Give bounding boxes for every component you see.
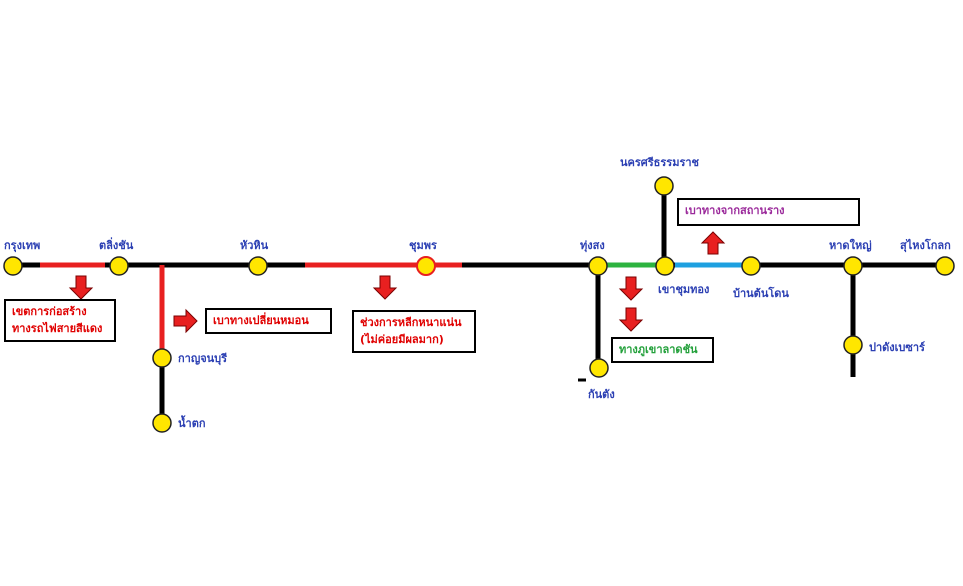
label-padang-besar: ปาดังเบซาร์ bbox=[869, 341, 925, 354]
station-padang-besar[interactable] bbox=[843, 335, 863, 355]
station-kantang[interactable] bbox=[589, 358, 609, 378]
station-kanchanaburi[interactable] bbox=[152, 348, 172, 368]
note-avoid-line1: ช่วงการหลีกหนาแน่น bbox=[360, 316, 462, 329]
station-hua-hin[interactable] bbox=[248, 256, 268, 276]
arrow-down-icon bbox=[68, 275, 94, 300]
label-hat-yai: หาดใหญ่ bbox=[829, 239, 872, 252]
note-mist-route: เบาทางเปลี่ยนหมอน bbox=[205, 308, 332, 334]
arrow-up-icon bbox=[700, 231, 726, 255]
note-khao-luang-route: ทางภูเขาลาดชัน bbox=[611, 337, 714, 363]
note-avoid-line2: (ไม่ค่อยมีผลมาก) bbox=[360, 333, 444, 346]
arrow-down-icon bbox=[618, 307, 644, 332]
station-nam-tok[interactable] bbox=[152, 413, 172, 433]
note-khao-luang-text: ทางภูเขาลาดชัน bbox=[619, 343, 698, 356]
label-bangkok: กรุงเทพ bbox=[4, 239, 41, 252]
label-kanchanaburi: กาญจนบุรี bbox=[178, 352, 228, 365]
arrow-down-icon bbox=[372, 275, 398, 300]
note-avoid-congestion: ช่วงการหลีกหนาแน่น (ไม่ค่อยมีผลมาก) bbox=[352, 310, 476, 353]
label-khao-chum-thong: เขาชุมทอง bbox=[658, 283, 710, 296]
station-taling-chan[interactable] bbox=[109, 256, 129, 276]
label-nakhon-si-thammarat: นครศรีธรรมราช bbox=[620, 156, 700, 169]
station-su-ngai-kolok[interactable] bbox=[935, 256, 955, 276]
note-construction-zone: เขตการก่อสร้าง ทางรถไฟสายสีแดง bbox=[4, 299, 116, 342]
label-ban-ton-don: บ้านต้นโดน bbox=[733, 287, 789, 300]
note-station-relief: เบาทางจากสถานราง bbox=[677, 198, 860, 226]
label-chumphon: ชุมพร bbox=[409, 239, 437, 252]
label-thung-song: ทุ่งสง bbox=[580, 239, 605, 252]
station-bangkok[interactable] bbox=[3, 256, 23, 276]
label-taling-chan: ตลิ่งชัน bbox=[99, 239, 134, 252]
label-su-ngai-kolok: สุไหงโกลก bbox=[900, 239, 951, 252]
station-khao-chum-thong[interactable] bbox=[655, 256, 675, 276]
note-construction-line1: เขตการก่อสร้าง bbox=[12, 305, 87, 318]
label-kantang: กันตัง bbox=[588, 388, 615, 401]
note-mist-route-text: เบาทางเปลี่ยนหมอน bbox=[213, 314, 309, 327]
station-thung-song[interactable] bbox=[588, 256, 608, 276]
note-station-relief-text: เบาทางจากสถานราง bbox=[685, 204, 785, 217]
label-nam-tok: น้ำตก bbox=[178, 417, 206, 430]
station-nakhon-si-thammarat[interactable] bbox=[654, 176, 674, 196]
arrow-down-icon bbox=[618, 276, 644, 301]
note-construction-line2: ทางรถไฟสายสีแดง bbox=[12, 322, 103, 335]
station-chumphon[interactable] bbox=[416, 256, 436, 276]
arrow-right-icon bbox=[173, 308, 198, 334]
station-hat-yai[interactable] bbox=[843, 256, 863, 276]
station-ban-ton-don[interactable] bbox=[741, 256, 761, 276]
label-hua-hin: หัวหิน bbox=[240, 239, 269, 252]
